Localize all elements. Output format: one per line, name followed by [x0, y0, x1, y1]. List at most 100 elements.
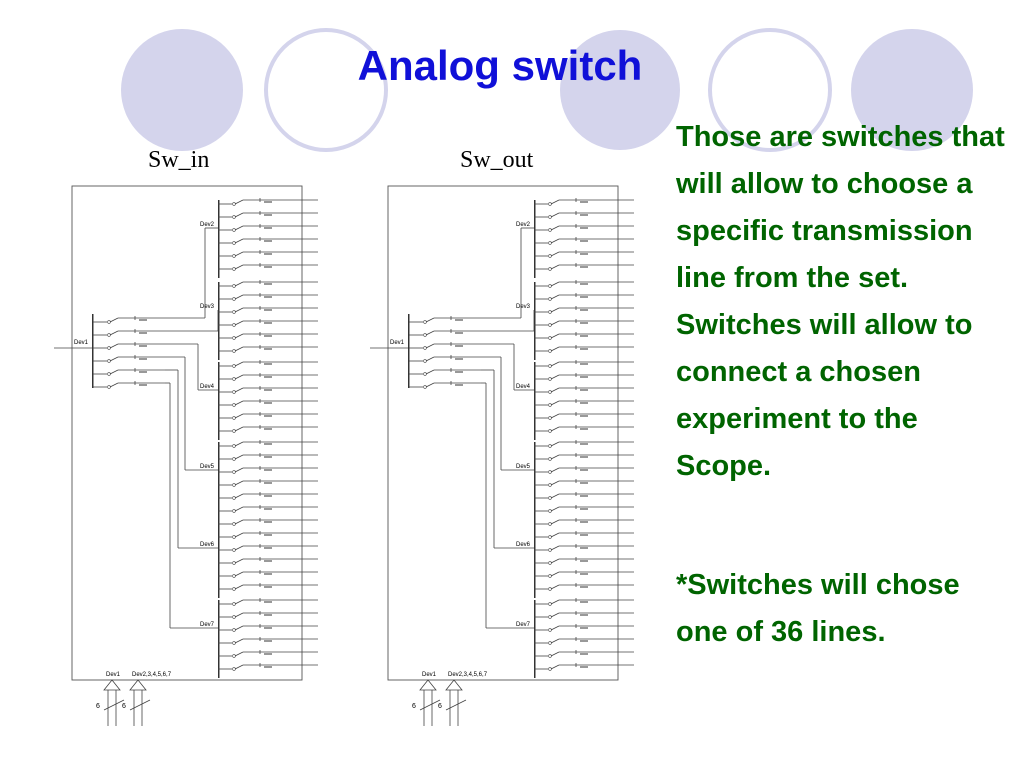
device-switch-contact	[232, 429, 236, 433]
bottom-dev2-label: Dev2,3,4,5,6,7	[448, 672, 488, 678]
device-label: Dev4	[516, 384, 531, 390]
device-switch-contact	[232, 483, 236, 487]
device-switch-arm	[550, 374, 560, 380]
device-switch-pin-label	[580, 666, 588, 668]
dev1-switch-contact	[423, 359, 427, 363]
device-switch-pin-label	[580, 614, 588, 616]
device-switch-arm	[550, 638, 560, 644]
device-switch-pin-label	[580, 214, 588, 216]
device-switch-pin-label	[264, 240, 272, 242]
device-switch-pin-label	[580, 653, 588, 655]
device-switch-arm	[234, 558, 244, 564]
device-switch-arm	[550, 251, 560, 257]
board-outline	[71, 185, 303, 681]
circle-1	[121, 29, 243, 151]
device-switch-pin-label	[580, 456, 588, 458]
device-label: Dev3	[200, 304, 215, 310]
device-switch-contact	[548, 310, 552, 314]
device-switch-pin-label	[580, 253, 588, 255]
dev1-switch-pin-label	[139, 345, 147, 347]
device-switch-contact	[548, 615, 552, 619]
device-switch-contact	[232, 574, 236, 578]
device-switch-arm	[550, 664, 560, 670]
dev1-label: Dev1	[74, 340, 89, 346]
dev1-switch-contact	[423, 346, 427, 350]
device-switch-pin-label	[264, 296, 272, 298]
device-switch-pin-label	[264, 322, 272, 324]
dev1-switch-pin-label	[139, 384, 147, 386]
device-switch-arm	[234, 664, 244, 670]
device-switch-contact	[548, 483, 552, 487]
device-switch-contact	[232, 548, 236, 552]
device-switch-contact	[232, 654, 236, 658]
device-switch-contact	[548, 403, 552, 407]
device-switch-contact	[548, 323, 552, 327]
device-switch-pin-label	[580, 508, 588, 510]
device-switch-arm	[550, 361, 560, 367]
dev1-switch-pin-label	[139, 319, 147, 321]
device-switch-pin-label	[264, 428, 272, 430]
dev1-switch-contact	[107, 385, 111, 389]
device-label: Dev3	[516, 304, 531, 310]
device-switch-contact	[548, 587, 552, 591]
device-switch-contact	[548, 654, 552, 658]
device-switch-pin-label	[264, 201, 272, 203]
dev1-switch-pin-label	[455, 371, 463, 373]
bus-arrow-head	[419, 679, 437, 691]
device-switch-contact	[548, 457, 552, 461]
device-label: Dev6	[200, 542, 215, 548]
device-switch-pin-label	[264, 627, 272, 629]
device-switch-pin-label	[580, 348, 588, 350]
dev1-bar	[92, 314, 94, 388]
device-switch-arm	[550, 625, 560, 631]
bus-width-label: 6	[412, 703, 416, 710]
device-bar	[218, 282, 220, 360]
device-switch-arm	[550, 238, 560, 244]
bottom-dev1-label: Dev1	[422, 672, 437, 678]
device-switch-pin-label	[580, 389, 588, 391]
device-switch-pin-label	[580, 201, 588, 203]
dev1-switch-pin-label	[455, 319, 463, 321]
device-switch-contact	[548, 267, 552, 271]
device-switch-pin-label	[264, 415, 272, 417]
device-switch-pin-label	[580, 335, 588, 337]
device-switch-pin-label	[580, 521, 588, 523]
device-switch-contact	[232, 403, 236, 407]
device-bar	[218, 200, 220, 278]
device-switch-pin-label	[580, 482, 588, 484]
device-switch-pin-label	[264, 335, 272, 337]
device-switch-contact	[548, 628, 552, 632]
device-switch-contact	[548, 349, 552, 353]
circle-2	[264, 28, 388, 152]
device-switch-arm	[234, 599, 244, 605]
device-switch-pin-label	[580, 376, 588, 378]
device-switch-pin-label	[264, 363, 272, 365]
dev1-switch-arm	[425, 317, 435, 323]
device-switch-contact	[548, 297, 552, 301]
device-switch-pin-label	[580, 309, 588, 311]
circle-5	[851, 29, 973, 151]
device-switch-contact	[548, 602, 552, 606]
device-switch-arm	[550, 333, 560, 339]
bus-slash	[103, 699, 125, 711]
device-switch-arm	[550, 400, 560, 406]
device-switch-arm	[550, 467, 560, 473]
device-switch-pin-label	[264, 640, 272, 642]
device-switch-pin-label	[580, 495, 588, 497]
device-switch-contact	[548, 241, 552, 245]
dev1-switch-arm	[425, 330, 435, 336]
device-switch-arm	[234, 638, 244, 644]
device-switch-contact	[548, 496, 552, 500]
circle-3	[560, 30, 680, 150]
dev1-switch-contact	[423, 385, 427, 389]
device-switch-arm	[550, 506, 560, 512]
sw-in-label: Sw_in	[148, 147, 210, 173]
device-switch-arm	[234, 361, 244, 367]
device-switch-arm	[234, 506, 244, 512]
device-switch-pin-label	[264, 573, 272, 575]
dev1-switch-arm	[109, 382, 119, 388]
dev1-switch-pin-label	[455, 332, 463, 334]
device-switch-arm	[234, 281, 244, 287]
device-switch-contact	[548, 284, 552, 288]
dev1-switch-arm	[109, 356, 119, 362]
